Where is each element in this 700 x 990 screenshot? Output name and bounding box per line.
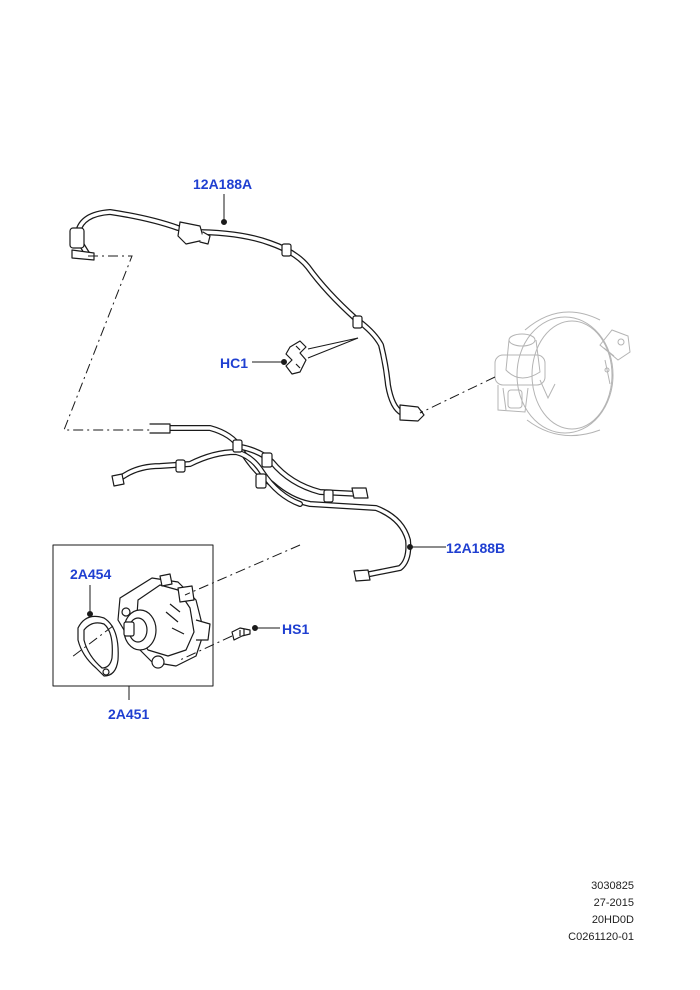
vacuum-pump-2a451 (52, 544, 251, 687)
clip-location-lines (307, 337, 359, 359)
hose-12a188b (111, 423, 412, 582)
leader-lines (87, 194, 446, 700)
hose-12a188a (69, 209, 425, 422)
label-2a451: 2A451 (108, 706, 150, 722)
reference-block: 3030825 27-2015 20HD0D C0261120-01 (568, 878, 634, 946)
label-hs1: HS1 (282, 621, 310, 637)
reference-date: 27-2015 (593, 897, 634, 909)
bolt-hs1 (231, 627, 251, 641)
label-12a188b: 12A188B (446, 540, 506, 556)
reference-number: 3030825 (591, 880, 634, 892)
gasket-2a454 (77, 615, 119, 677)
label-hc1: HC1 (220, 355, 249, 371)
label-2a454: 2A454 (70, 566, 112, 582)
label-12a188a: 12A188A (193, 176, 253, 192)
reference-illustration-id: C0261120-01 (568, 931, 634, 943)
relationship-lines (63, 255, 496, 661)
brake-booster (494, 311, 631, 437)
clip-hc1 (285, 340, 307, 375)
reference-code: 20HD0D (591, 914, 634, 926)
